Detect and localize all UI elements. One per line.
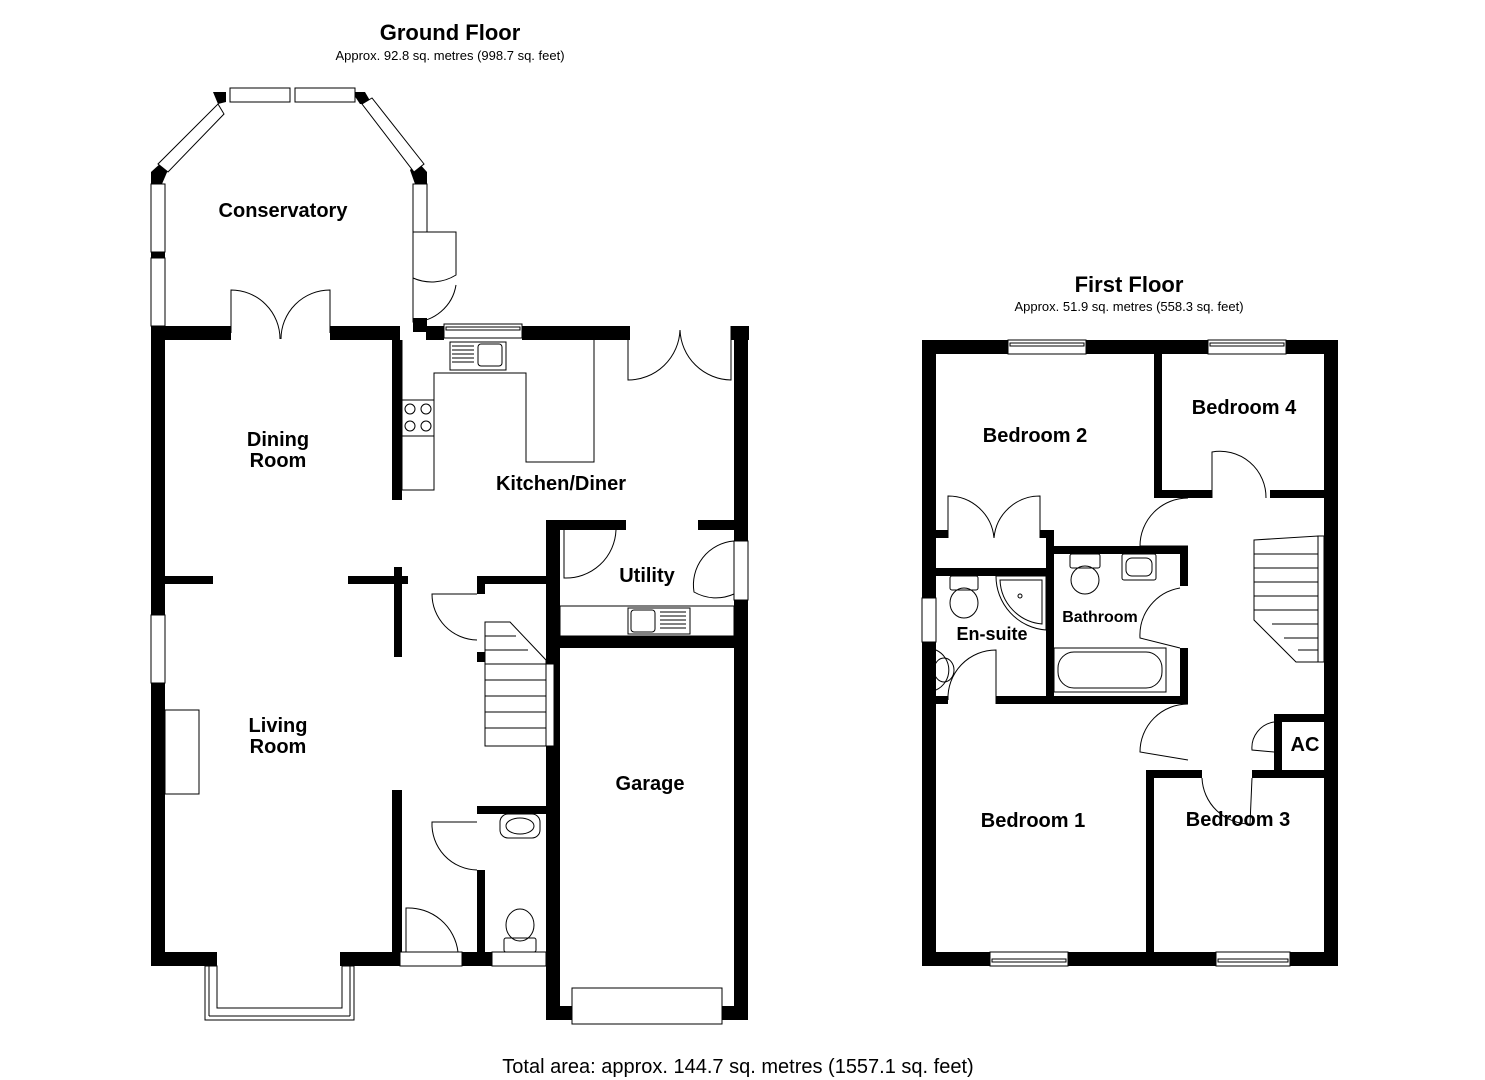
dining-room-label-2: Room	[250, 450, 307, 472]
landing-stairs	[1253, 535, 1325, 663]
ground-floor-area: Approx. 92.8 sq. metres (998.7 sq. feet)	[335, 48, 564, 63]
bedroom-1-label: Bedroom 1	[981, 810, 1085, 832]
bathroom-label: Bathroom	[1062, 609, 1138, 626]
first-floor-walls	[922, 340, 1338, 966]
utility-counter	[559, 605, 735, 637]
ground-floor-plan: Ground Floor Approx. 92.8 sq. metres (99…	[150, 20, 749, 1025]
utility-window	[733, 540, 749, 601]
kitchen-worktop	[401, 340, 595, 491]
conservatory-window-top-2	[294, 87, 356, 103]
first-floor-area: Approx. 51.9 sq. metres (558.3 sq. feet)	[1014, 299, 1243, 314]
conservatory-window-left-2	[150, 257, 166, 327]
living-room-side-window	[150, 614, 166, 684]
ground-floor-doors	[230, 289, 735, 953]
dining-french-doors	[230, 289, 331, 340]
conservatory-window-diag-right	[361, 97, 425, 173]
first-floor-doors	[947, 450, 1275, 825]
bedroom-2-wardrobe-doors	[947, 495, 1041, 539]
bedroom-1-door	[1139, 703, 1189, 761]
en-suite-label: En-suite	[956, 624, 1027, 644]
bedroom-4-label: Bedroom 4	[1192, 397, 1297, 419]
airing-cupboard-door	[1251, 721, 1275, 753]
landing-door-top	[1139, 497, 1189, 547]
stair-cupboard-door	[431, 593, 478, 641]
cloakroom-basin-icon	[499, 813, 541, 839]
first-floor-windows	[921, 339, 1291, 967]
cloakroom-wc-icon	[503, 908, 537, 953]
bedroom-4-window	[1207, 339, 1287, 355]
en-suite-wc-icon	[949, 575, 979, 619]
first-floor-fixtures	[933, 535, 1325, 693]
hob-icon	[401, 399, 435, 437]
living-room-label-2: Room	[250, 736, 307, 758]
kitchen-french-doors	[627, 326, 732, 381]
living-room-label-1: Living	[249, 715, 308, 737]
utility-label: Utility	[619, 565, 675, 587]
kitchen-window	[443, 323, 523, 339]
first-floor-title: First Floor	[1075, 272, 1184, 297]
total-area: Total area: approx. 144.7 sq. metres (15…	[502, 1056, 973, 1078]
bath-icon	[1053, 647, 1167, 693]
cloakroom-window	[491, 951, 547, 967]
conservatory-structure	[150, 87, 457, 332]
front-door	[405, 907, 459, 953]
ground-floor-walls	[151, 326, 749, 1020]
en-suite-basin-icon	[933, 649, 955, 691]
garage-door	[571, 987, 723, 1025]
bedroom-2-label: Bedroom 2	[983, 425, 1087, 447]
conservatory-window-left-1	[150, 183, 166, 253]
conservatory-window-right	[412, 183, 428, 233]
conservatory-door	[412, 231, 457, 323]
ground-floor-fixtures	[164, 340, 735, 953]
conservatory-label: Conservatory	[219, 200, 349, 222]
cloakroom-door	[431, 821, 478, 871]
bedroom-4-door	[1211, 450, 1267, 499]
conservatory-window-top-1	[229, 87, 291, 103]
ground-floor-windows	[150, 323, 749, 1025]
utility-sink-icon	[627, 607, 691, 635]
kitchen-diner-label: Kitchen/Diner	[496, 473, 626, 495]
shower-icon	[995, 575, 1047, 631]
fireplace	[164, 709, 200, 795]
dining-room-label-1: Dining	[247, 429, 309, 451]
ac-label: AC	[1291, 734, 1320, 756]
en-suite-door	[947, 649, 997, 704]
bedroom-2-window	[1007, 339, 1087, 355]
bathroom-basin-icon	[1121, 553, 1157, 581]
conservatory-window-diag-left	[157, 103, 225, 173]
kitchen-sink-icon	[449, 341, 507, 371]
bathroom-door	[1139, 587, 1181, 649]
utility-door	[563, 529, 617, 579]
ground-floor-title: Ground Floor	[380, 20, 521, 45]
bathroom-wc-icon	[1069, 553, 1101, 595]
en-suite-window	[921, 597, 937, 643]
bedroom-3-door	[1201, 777, 1253, 825]
bedroom-3-label: Bedroom 3	[1186, 809, 1290, 831]
first-floor-plan: First Floor Approx. 51.9 sq. metres (558…	[921, 272, 1338, 967]
garage-label: Garage	[616, 773, 685, 795]
utility-back-door	[692, 540, 735, 599]
living-room-bay-window	[204, 965, 355, 1021]
ground-stairs	[484, 621, 555, 747]
